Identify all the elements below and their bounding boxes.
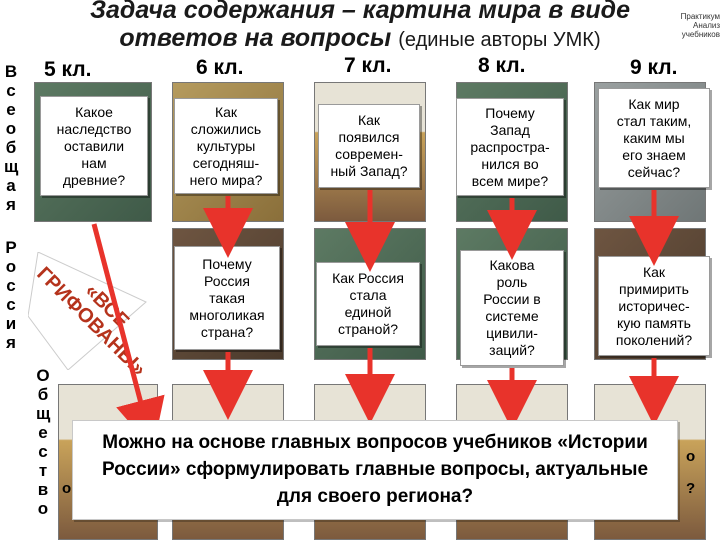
vertical-letter: о bbox=[5, 119, 17, 138]
question-line: наследство bbox=[56, 120, 132, 137]
grade-8-label: 8 кл. bbox=[478, 54, 526, 77]
question-line: Почему bbox=[202, 255, 252, 272]
question-line: культуры bbox=[196, 137, 256, 154]
question-line: нился во bbox=[481, 155, 539, 172]
question-line: появился bbox=[338, 129, 400, 145]
vertical-letter: и bbox=[5, 314, 17, 333]
vertical-letter: с bbox=[38, 442, 48, 461]
vertical-letter: а bbox=[6, 176, 16, 195]
question-line: Как bbox=[357, 112, 381, 128]
fragment-left: о bbox=[62, 480, 72, 497]
question-line: единой bbox=[344, 304, 392, 320]
vertical-letter: о bbox=[37, 499, 49, 518]
vertical-letter: б bbox=[37, 385, 49, 404]
question-line: Как bbox=[642, 263, 666, 280]
question-line: цивили- bbox=[486, 325, 538, 341]
question-line: такая bbox=[209, 289, 245, 306]
vertical-letter: о bbox=[5, 257, 17, 276]
question-line: стала bbox=[349, 287, 387, 303]
corner-note-line: Анализ bbox=[692, 21, 720, 30]
question-line: страна? bbox=[200, 323, 254, 340]
vertical-letter: т bbox=[38, 461, 48, 480]
vertical-letter: е bbox=[38, 423, 48, 442]
vertical-letter: б bbox=[5, 138, 17, 157]
grade-5-label: 5 кл. bbox=[44, 58, 92, 81]
question-line: историчес- bbox=[618, 297, 690, 314]
vertical-letter: В bbox=[4, 62, 18, 81]
question-line: Как bbox=[214, 103, 238, 120]
vertical-letter: О bbox=[36, 366, 50, 385]
corner-note: Практикум Анализ учебников bbox=[662, 12, 720, 39]
question-line: нам bbox=[81, 154, 107, 171]
question-line: примирить bbox=[619, 280, 689, 297]
vertical-letter: в bbox=[37, 480, 49, 499]
vertical-label-society: О б щ е с т в о bbox=[36, 366, 50, 518]
bottom-question-box: Можно на основе главных вопросов учебник… bbox=[72, 420, 678, 520]
vertical-letter: щ bbox=[36, 404, 51, 423]
corner-note-line: Практикум bbox=[680, 12, 720, 21]
title-line-2-main: ответов на вопросы bbox=[119, 24, 392, 52]
question-line: каким мы bbox=[623, 129, 685, 146]
question-line: Какова bbox=[489, 257, 535, 273]
question-line: страной? bbox=[337, 321, 399, 337]
question-line: Россия bbox=[204, 272, 250, 289]
question-line: оставили bbox=[63, 137, 125, 154]
fragment-right-bottom: ? bbox=[686, 480, 696, 497]
question-line: современ- bbox=[335, 146, 403, 162]
vertical-letter: щ bbox=[4, 157, 19, 176]
title-line-1: Задача содержания – картина мира в виде bbox=[89, 0, 631, 24]
question-line: многоликая bbox=[189, 306, 265, 323]
question-line: стал таким, bbox=[616, 112, 692, 129]
vertical-label-world: В с е о б щ а я bbox=[4, 62, 18, 214]
question-line: древние? bbox=[62, 171, 126, 188]
vertical-letter: Р bbox=[5, 238, 17, 257]
question-line: ный Запад? bbox=[330, 163, 408, 179]
question-line: Как Россия bbox=[332, 270, 404, 286]
question-line: поколений? bbox=[615, 331, 693, 348]
vertical-letter: е bbox=[6, 100, 16, 119]
question-line: сегодняш- bbox=[192, 154, 260, 171]
grade-7-label: 7 кл. bbox=[344, 54, 392, 77]
grade-9-label: 9 кл. bbox=[630, 56, 678, 79]
question-line: всем мире? bbox=[471, 172, 549, 189]
question-line: сложились bbox=[190, 120, 262, 137]
vertical-letter: я bbox=[6, 195, 16, 214]
question-line: Как мир bbox=[628, 95, 680, 112]
grade-6-label: 6 кл. bbox=[196, 56, 244, 79]
question-line: Почему bbox=[485, 104, 535, 121]
question-line: роль bbox=[496, 274, 528, 290]
question-line: системе bbox=[485, 308, 539, 324]
question-line: заций? bbox=[489, 342, 535, 358]
vertical-label-russia: Р о с с и я bbox=[4, 238, 18, 352]
fragment-right-top: о bbox=[686, 448, 696, 465]
title-line-2-small: (единые авторы УМК) bbox=[398, 29, 601, 51]
vertical-letter: с bbox=[6, 295, 16, 314]
vertical-letter: я bbox=[6, 333, 16, 352]
vertical-letter: с bbox=[6, 276, 16, 295]
title-line-2: ответов на вопросы (единые авторы УМК) bbox=[40, 24, 680, 54]
corner-note-line: учебников bbox=[681, 30, 720, 39]
question-line: его знаем bbox=[622, 146, 686, 163]
question-line: Запад bbox=[490, 121, 530, 138]
slide-title: Задача содержания – картина мира в виде … bbox=[40, 0, 680, 54]
question-line: сейчас? bbox=[627, 163, 681, 180]
vertical-letter: с bbox=[6, 81, 16, 100]
question-line: кую память bbox=[617, 314, 691, 331]
arrow-5 bbox=[91, 223, 165, 450]
question-line: Какое bbox=[75, 103, 113, 120]
question-line: него мира? bbox=[189, 171, 263, 188]
question-line: распростра- bbox=[470, 138, 550, 155]
question-line: России в bbox=[483, 291, 541, 307]
